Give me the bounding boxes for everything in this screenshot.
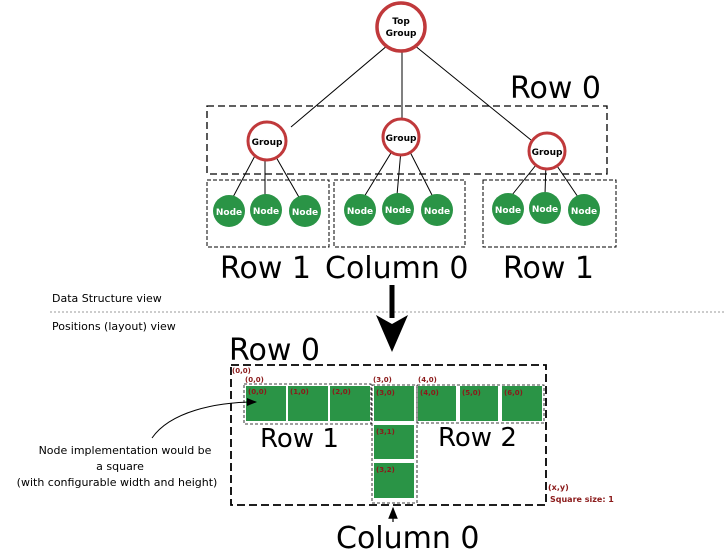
- row0-label: Row 0: [510, 71, 601, 106]
- layout-row2-label: Row 2: [438, 423, 517, 453]
- square: (2,0): [330, 386, 370, 421]
- group-label: Group: [252, 138, 283, 148]
- square: (6,0): [502, 386, 542, 421]
- square-coord: (2,0): [332, 388, 351, 396]
- square-size-label: Square size: 1: [550, 495, 614, 504]
- square-coord: (6,0): [504, 389, 523, 397]
- layout-row1-box: [243, 383, 372, 425]
- column0-label: Column 0: [325, 251, 469, 286]
- layout-row0-label: Row 0: [229, 333, 320, 368]
- node: Node: [213, 195, 245, 227]
- note-arrow: [151, 398, 257, 439]
- square-coord: (1,0): [290, 388, 309, 396]
- edge-group-node: [363, 147, 395, 198]
- node: Node: [344, 194, 376, 226]
- edge-top-to-group-right: [413, 44, 532, 141]
- row1-right-box: [482, 179, 617, 248]
- node-label: Node: [347, 207, 373, 217]
- square: (0,0): [246, 386, 286, 421]
- top-group-label-line2: Group: [386, 29, 417, 39]
- edge-group-node: [396, 149, 402, 196]
- view-divider: Data Structure view Positions (layout) v…: [50, 285, 724, 352]
- node: Node: [421, 194, 453, 226]
- square: (1,0): [288, 386, 328, 421]
- node: Node: [382, 193, 414, 225]
- data-structure-view-label: Data Structure view: [52, 292, 162, 305]
- square-coord: (0,0): [248, 388, 267, 396]
- square: (5,0): [460, 386, 498, 421]
- node: Node: [250, 194, 282, 226]
- layout-row0-box: [230, 364, 547, 506]
- layout-column-box: [371, 384, 418, 504]
- node: Node: [289, 195, 321, 227]
- layout-column0-label: Column 0: [336, 521, 480, 551]
- big-down-arrow-head: [376, 315, 408, 352]
- node-label: Node: [216, 208, 242, 218]
- square-coord: (5,0): [462, 389, 481, 397]
- node-label: Node: [385, 206, 411, 216]
- corner-coord: (x,y): [548, 483, 569, 492]
- node-label: Node: [292, 208, 318, 218]
- note-line-1: Node implementation would be: [39, 444, 212, 457]
- square-coord: (4,0): [420, 389, 439, 397]
- row1-origin-coord: (0,0): [245, 376, 264, 384]
- column0-box: [333, 179, 466, 248]
- row0-box: [206, 105, 608, 175]
- note-line-3: (with configurable width and height): [17, 476, 218, 489]
- layout-view: Row 0 (0,0) (0,0) (3,0) (4,0) (0,0) (1,0…: [17, 333, 615, 551]
- top-group: Top Group: [375, 1, 427, 53]
- square: (3,1): [374, 425, 414, 459]
- layout-row1-label: Row 1: [260, 424, 339, 454]
- square: (4,0): [418, 386, 456, 421]
- square: (3,2): [374, 463, 414, 498]
- edge-top-to-group-left: [290, 44, 389, 128]
- group-mid: Group: [381, 117, 421, 157]
- group-label: Group: [386, 134, 417, 144]
- edge-group-node: [407, 147, 434, 198]
- square-coord: (3,0): [376, 389, 395, 397]
- square-coord: (3,2): [376, 466, 395, 474]
- tree-view: Top Group Row 0 Group Group Group Node N…: [206, 1, 617, 286]
- row1-left-label: Row 1: [220, 251, 311, 286]
- node: Node: [568, 194, 600, 226]
- origin-coord: (0,0): [232, 367, 251, 375]
- node-label: Node: [571, 207, 597, 217]
- top-group-ring: [375, 1, 427, 53]
- node: Node: [492, 193, 524, 225]
- group-left: Group: [246, 120, 288, 162]
- column-origin-coord: (3,0): [373, 376, 392, 384]
- group-ring: [527, 131, 567, 171]
- square-coord: (3,1): [376, 428, 395, 436]
- node-label: Node: [424, 207, 450, 217]
- group-ring: [381, 117, 421, 157]
- row1-left-box: [206, 179, 330, 248]
- note-line-2: a square: [96, 460, 144, 473]
- layout-row2-box: [416, 384, 545, 424]
- group-right: Group: [527, 131, 567, 171]
- group-ring: [246, 120, 288, 162]
- row2-origin-coord: (4,0): [418, 376, 437, 384]
- top-group-label-line1: Top: [392, 17, 410, 27]
- node-label: Node: [532, 205, 558, 215]
- square: (3,0): [374, 386, 414, 421]
- row1-right-label: Row 1: [503, 251, 594, 286]
- node-label: Node: [495, 206, 521, 216]
- node: Node: [529, 192, 561, 224]
- layout-view-label: Positions (layout) view: [52, 320, 176, 333]
- group-label: Group: [532, 148, 563, 158]
- node-label: Node: [253, 207, 279, 217]
